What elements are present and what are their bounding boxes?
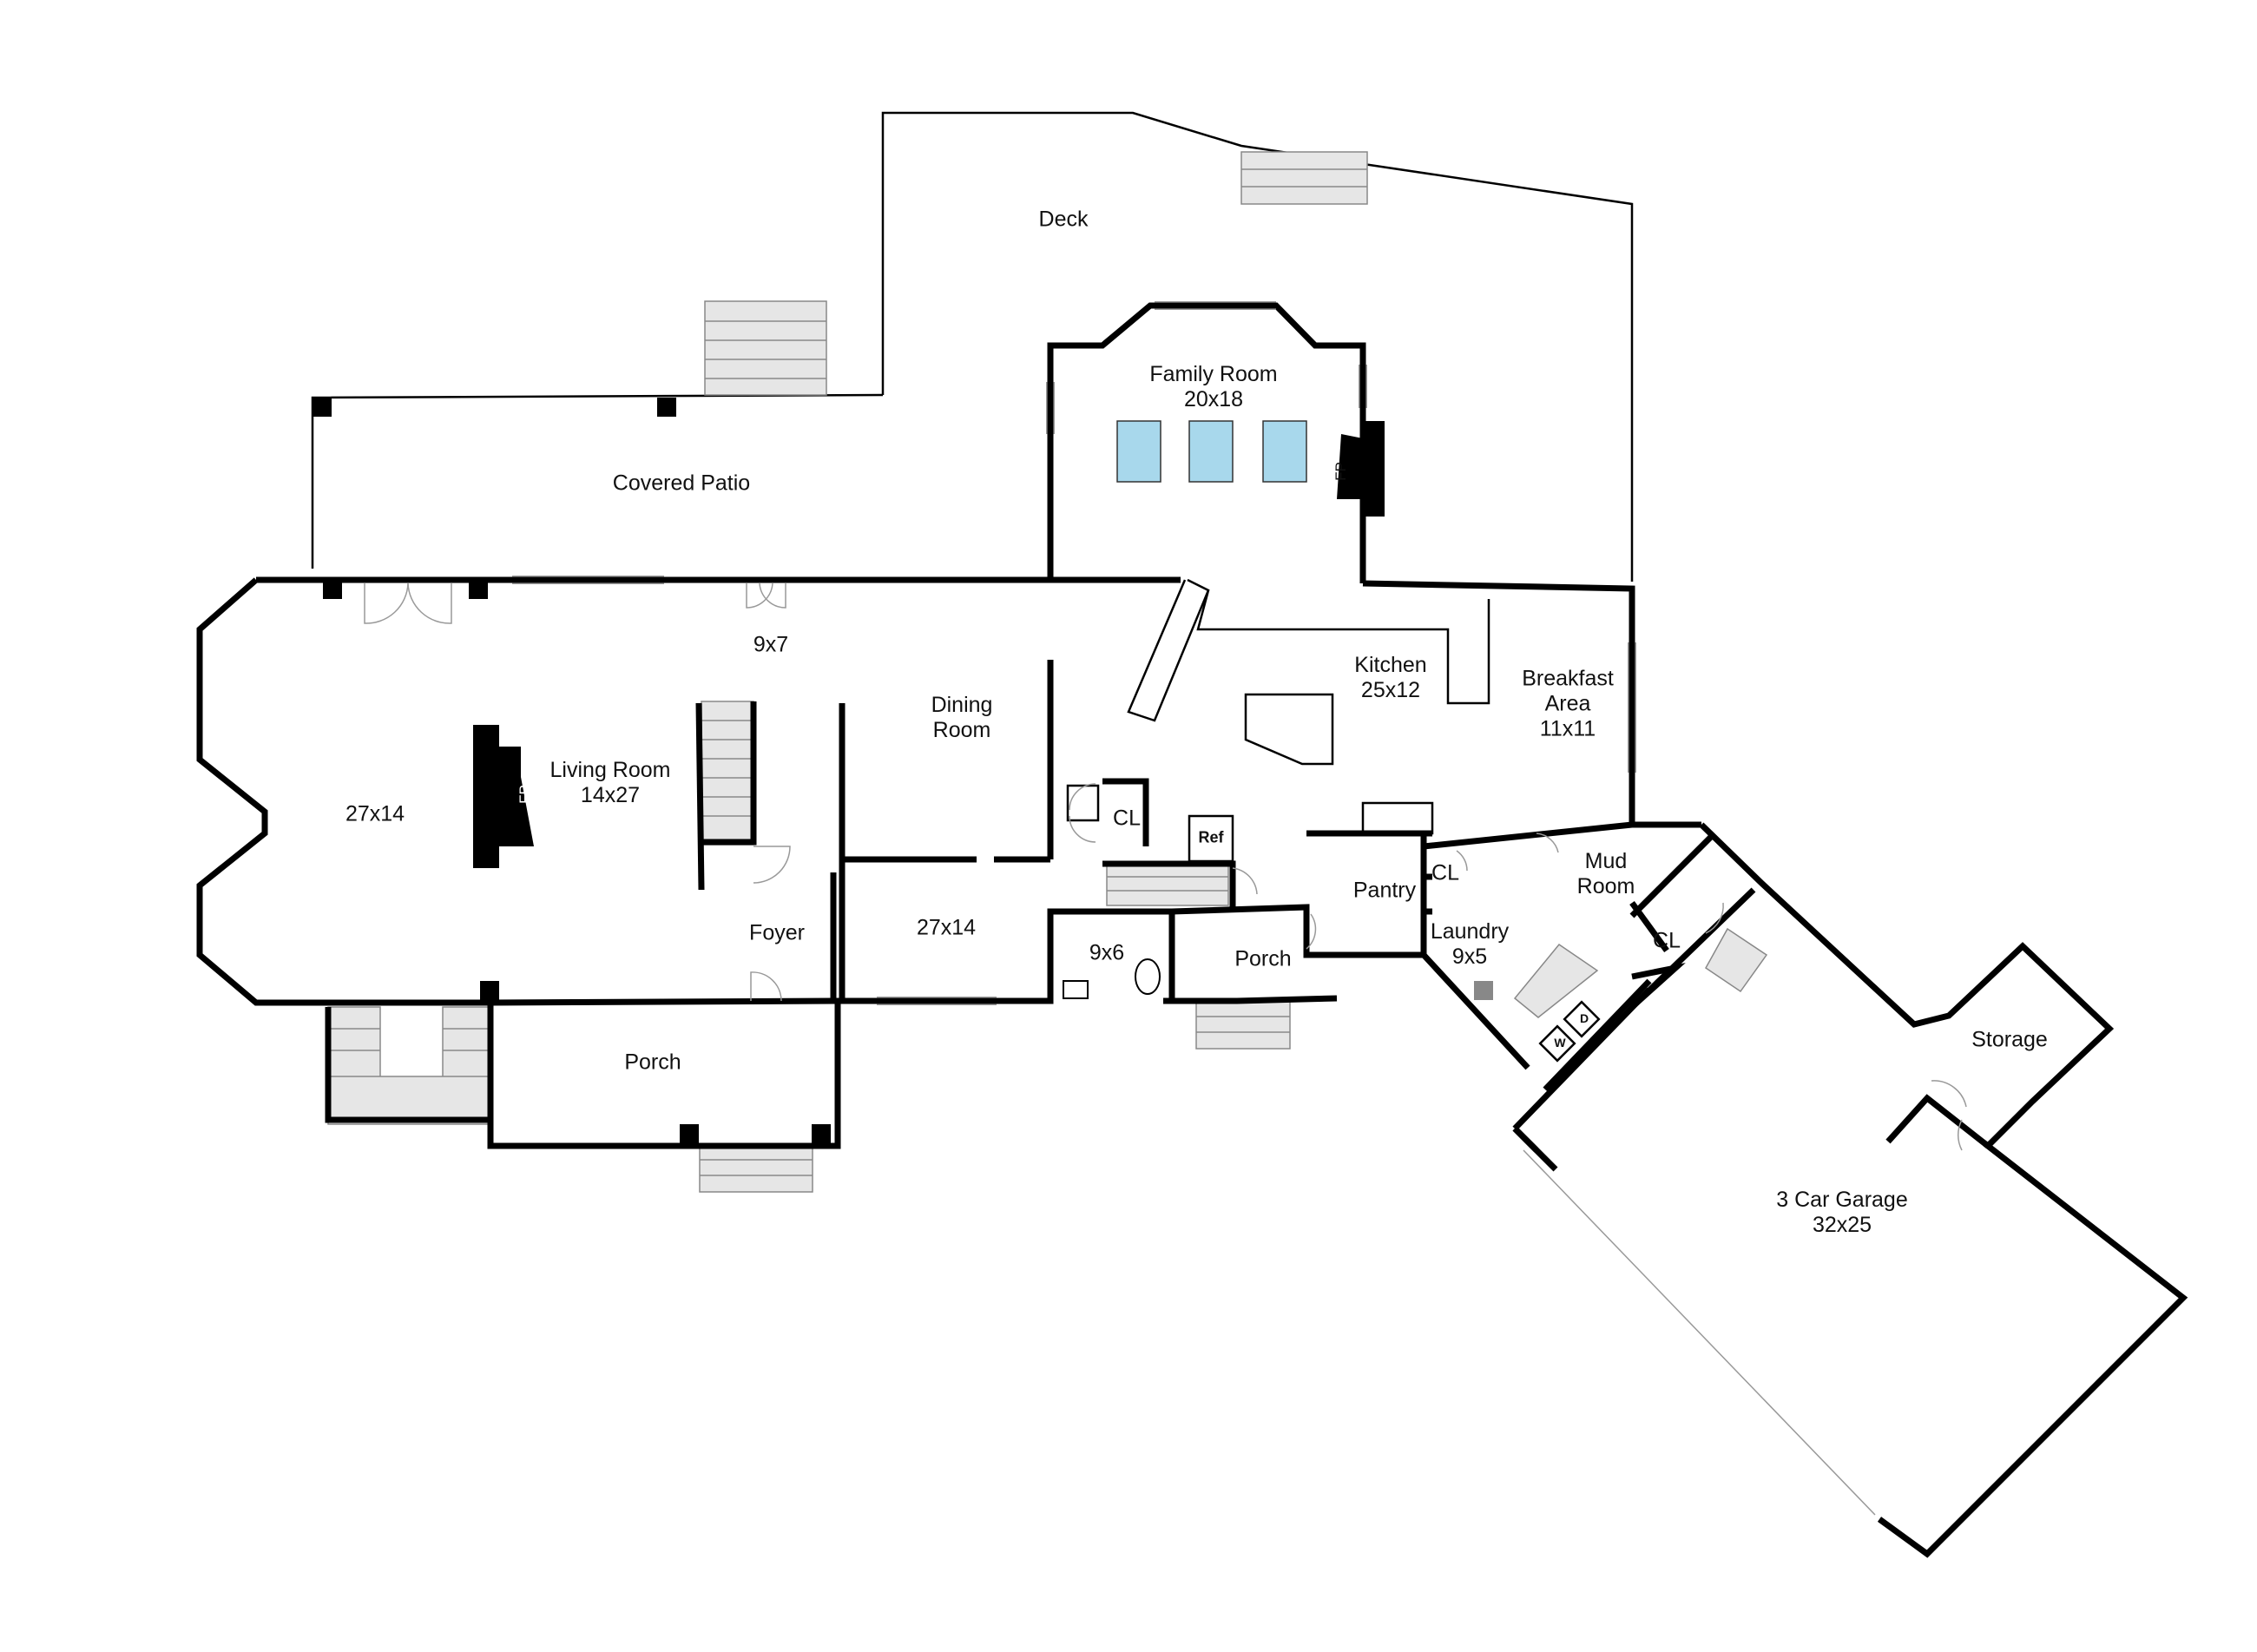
fireplaces <box>473 421 1385 868</box>
doors <box>364 582 1967 1151</box>
sunroom-label: 27x14 <box>345 801 405 826</box>
rear-porch-label: Porch <box>1234 946 1292 971</box>
walls <box>196 302 2188 1558</box>
laundry-sink <box>1474 981 1493 1000</box>
bath-sink <box>1063 980 1089 999</box>
fireplace-family-label: FP <box>1332 462 1349 481</box>
windows <box>512 301 1876 1516</box>
closet-laundry-label: CL <box>1431 860 1459 885</box>
closet-kitchen-label: CL <box>1113 806 1141 831</box>
dryer-label: D <box>1579 1011 1589 1025</box>
deck-label: Deck <box>1038 207 1089 232</box>
pantry-label: Pantry <box>1352 878 1417 903</box>
refrigerator-label: Ref <box>1198 828 1224 846</box>
washer-dryer <box>1538 1000 1601 1063</box>
hall-9x7-label: 9x7 <box>753 632 789 657</box>
stairs <box>327 151 1768 1193</box>
foyer-label: Foyer <box>749 920 805 945</box>
covered-patio-label: Covered Patio <box>612 471 751 496</box>
bath-label: 9x6 <box>1089 940 1125 965</box>
front-porch-label: Porch <box>624 1050 681 1075</box>
skylights <box>1116 420 1307 483</box>
fireplace-living-label: FP <box>517 785 533 804</box>
washer-label: W <box>1554 1036 1566 1050</box>
deck-outline <box>311 111 1634 582</box>
storage-label: Storage <box>1971 1027 2048 1052</box>
closet-mud-label: CL <box>1653 928 1681 953</box>
columns <box>313 398 831 1143</box>
dining-size-label: 27x14 <box>916 915 977 940</box>
kitchen-counters <box>1066 578 1490 863</box>
toilet <box>1135 958 1161 995</box>
